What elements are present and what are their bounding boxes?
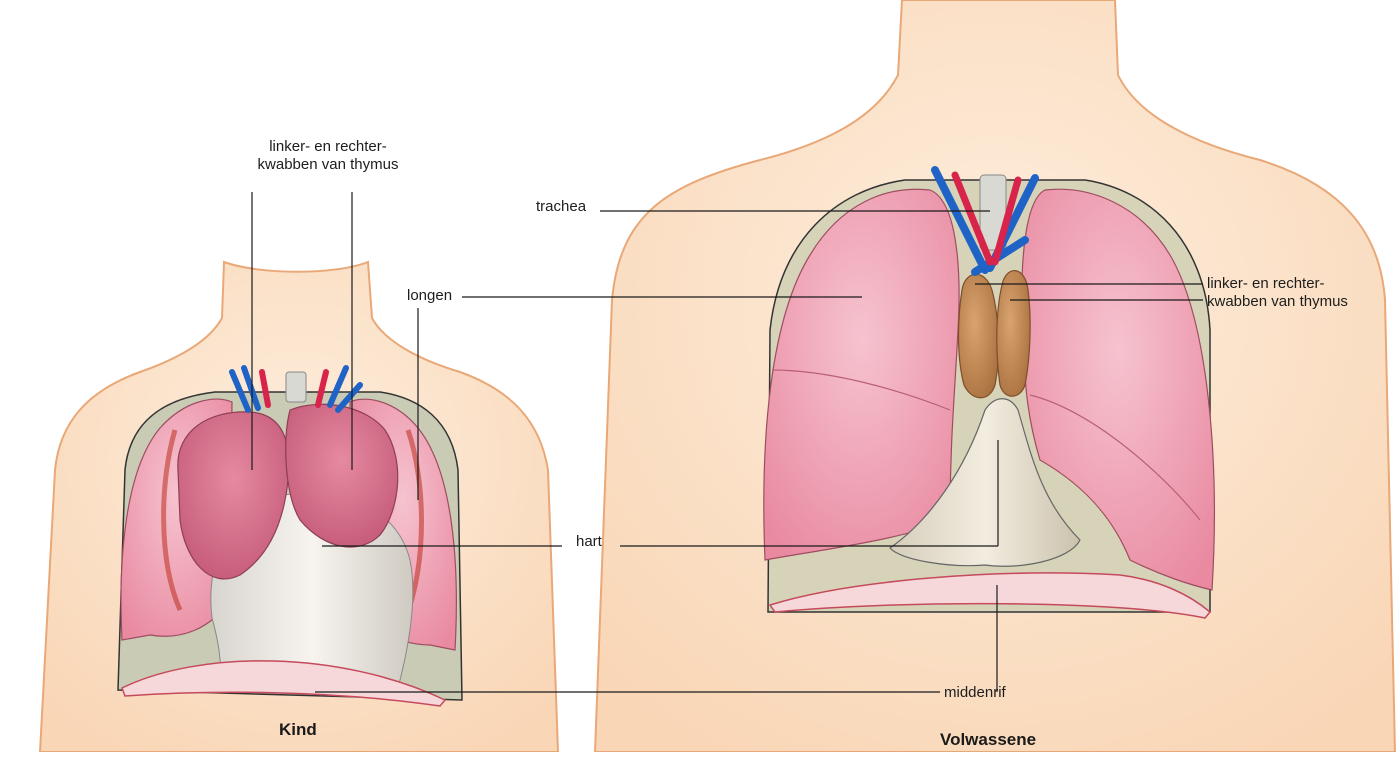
child-figure bbox=[40, 262, 558, 752]
adult-figure bbox=[595, 0, 1395, 752]
adult-thymus-left bbox=[959, 274, 999, 398]
caption-child: Kind bbox=[279, 720, 317, 740]
label-middenrif: middenrif bbox=[944, 684, 1006, 702]
label-thymus-adult: linker- en rechter- kwabben van thymus bbox=[1207, 275, 1348, 311]
label-thymus-child-line2: kwabben van thymus bbox=[228, 156, 428, 174]
label-thymus-adult-line2: kwabben van thymus bbox=[1207, 293, 1348, 311]
label-trachea: trachea bbox=[536, 198, 586, 216]
label-longen: longen bbox=[407, 287, 452, 305]
child-trachea bbox=[286, 372, 306, 402]
label-thymus-adult-line1: linker- en rechter- bbox=[1207, 275, 1348, 293]
label-thymus-child-line1: linker- en rechter- bbox=[228, 138, 428, 156]
label-hart: hart bbox=[576, 533, 602, 551]
caption-adult: Volwassene bbox=[940, 730, 1036, 750]
adult-thymus-right bbox=[997, 271, 1030, 397]
label-thymus-child: linker- en rechter- kwabben van thymus bbox=[228, 138, 428, 174]
